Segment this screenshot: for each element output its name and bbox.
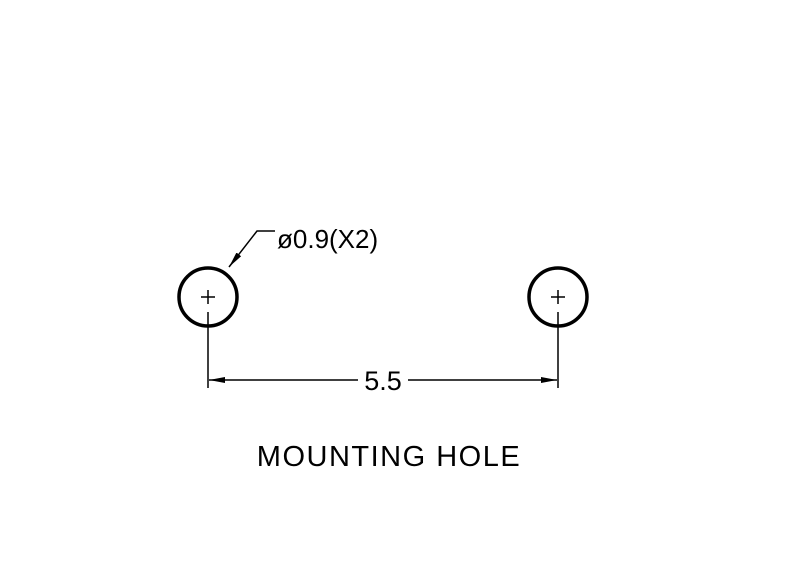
center-mark-icon	[201, 290, 215, 304]
dimension-label: 5.5	[364, 366, 402, 396]
extension-lines	[207, 312, 559, 388]
center-mark-icon	[551, 290, 565, 304]
drawing-title: MOUNTING HOLE	[257, 441, 521, 473]
hole-callout: ø0.9(X2)	[277, 224, 378, 254]
leader-line	[228, 230, 275, 268]
